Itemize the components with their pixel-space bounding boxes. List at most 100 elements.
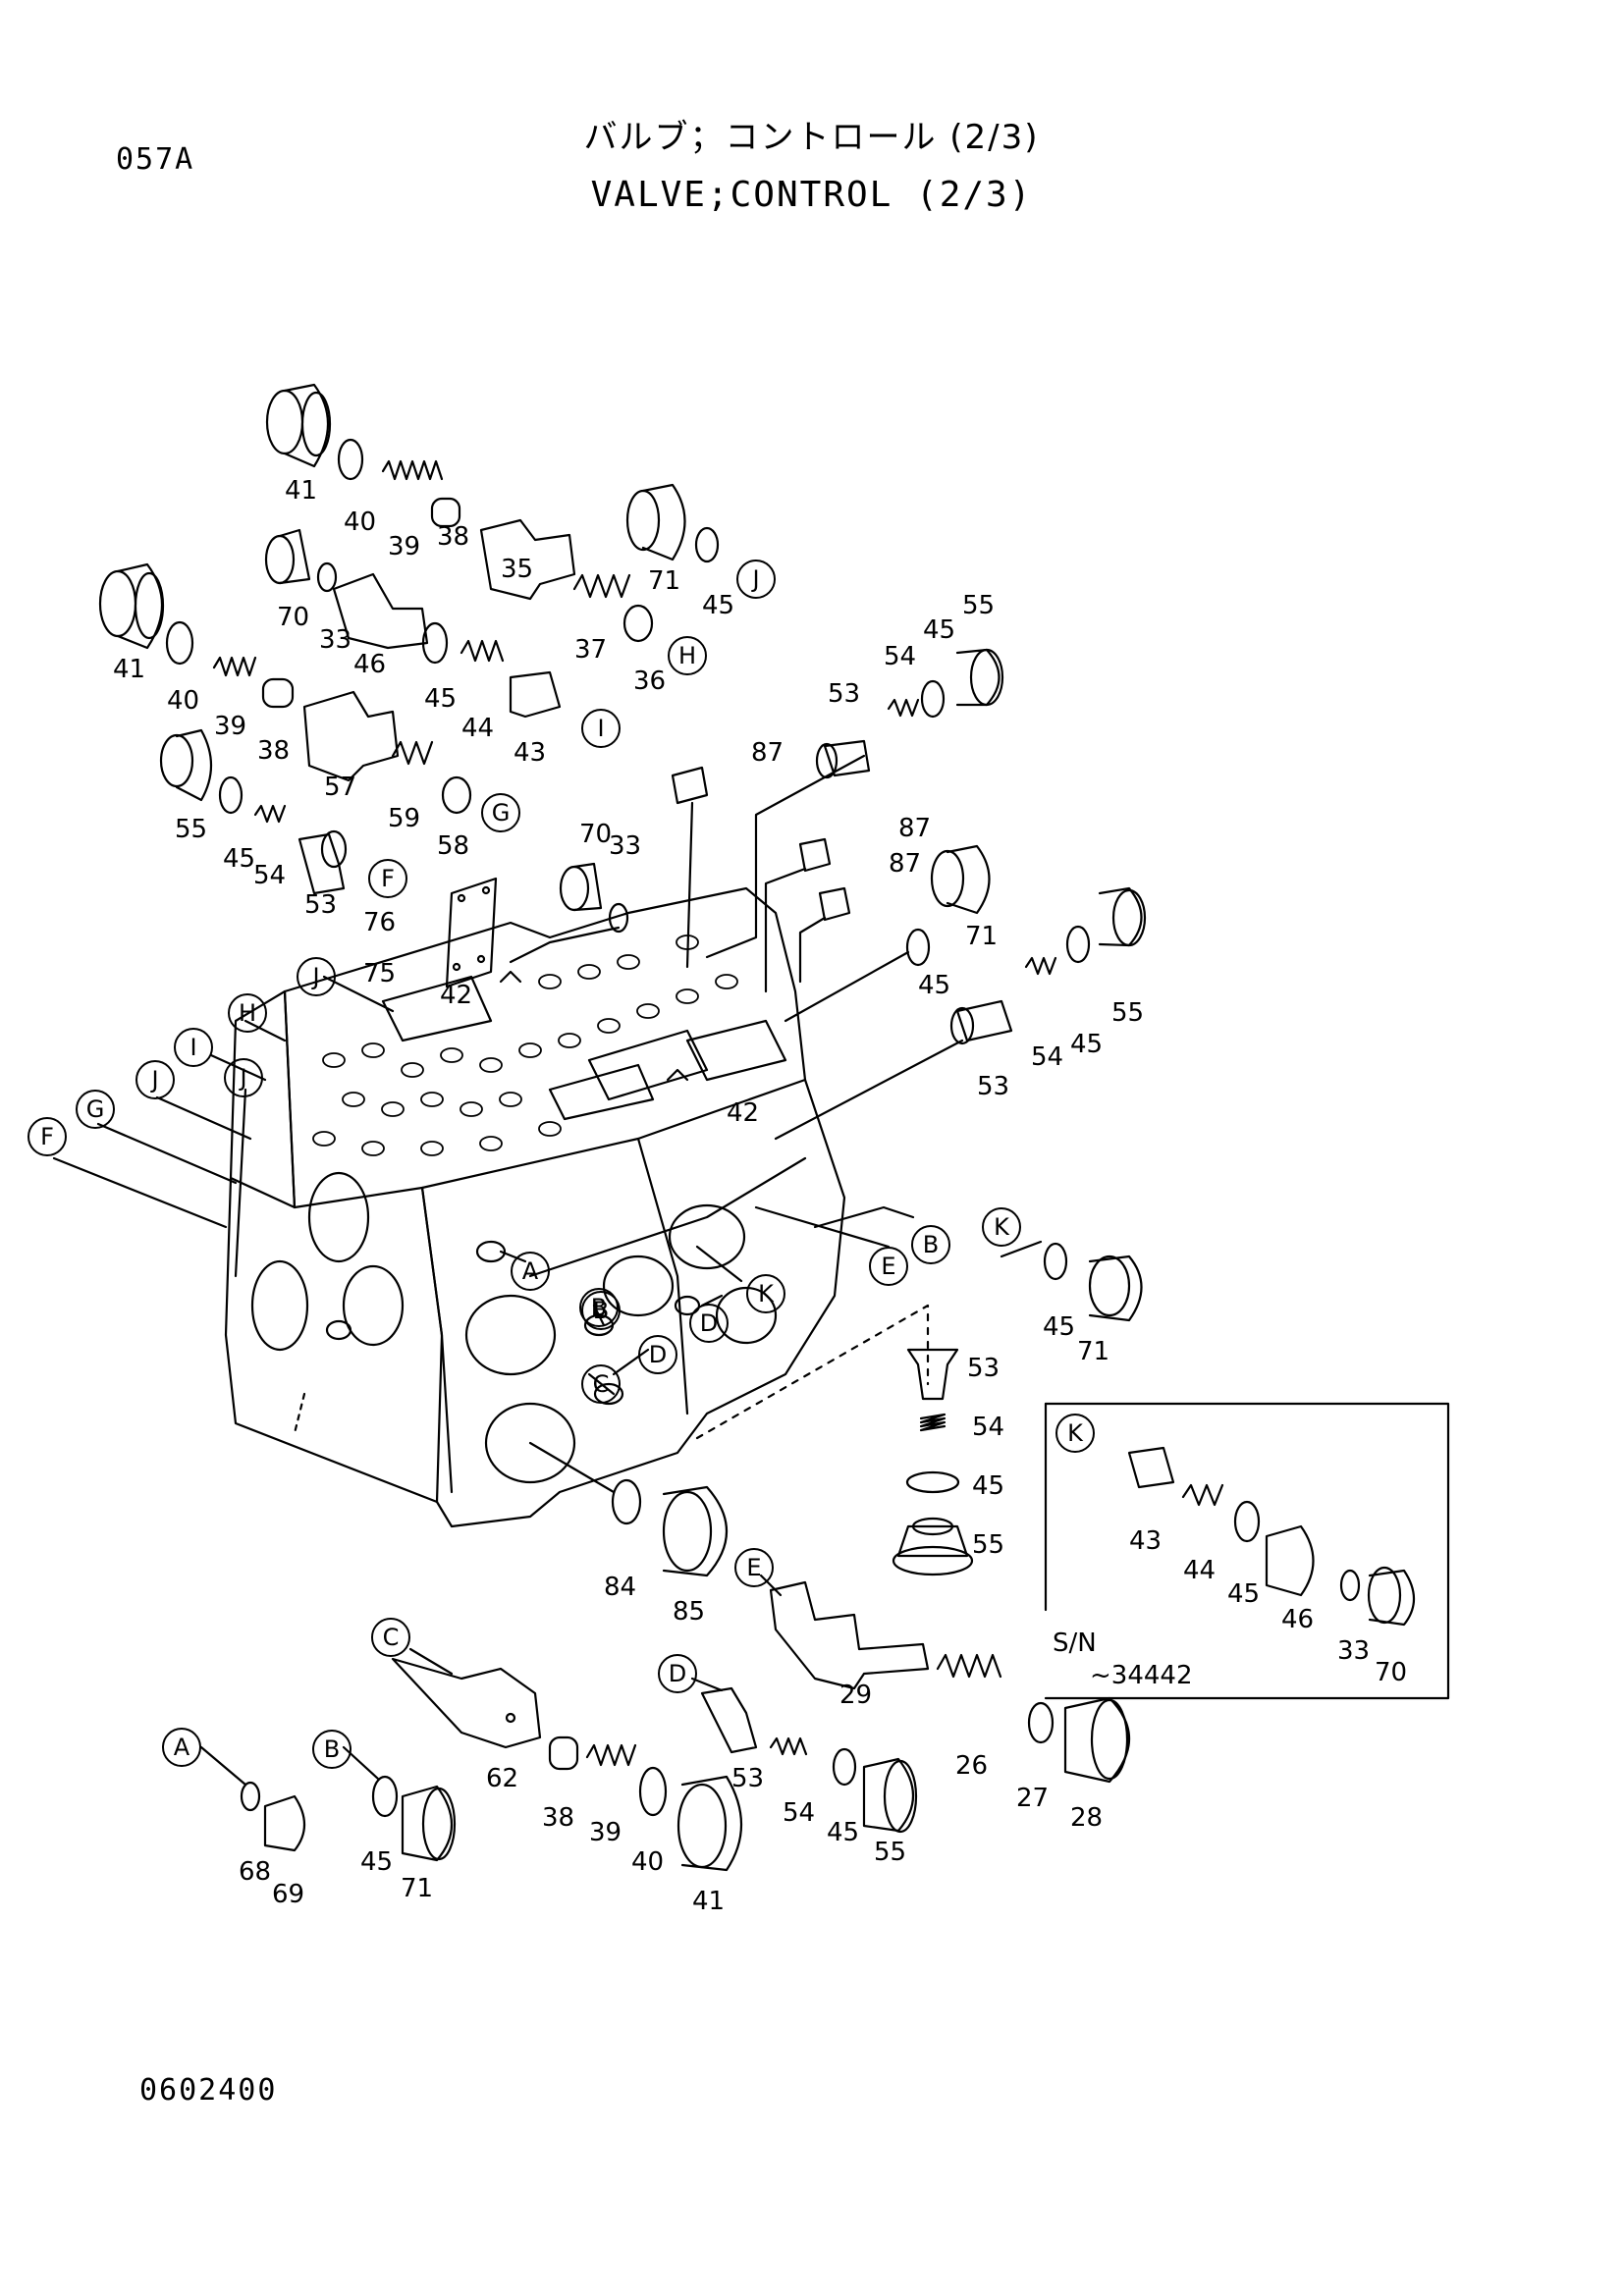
reference-callout: A xyxy=(162,1728,201,1767)
reference-callout: G xyxy=(481,793,520,832)
part-number-label: 43 xyxy=(1129,1526,1162,1556)
reference-callout: D xyxy=(689,1304,729,1343)
callout-circle xyxy=(982,1207,1021,1247)
reference-callout: J xyxy=(297,957,336,996)
drawing-number: 0602400 xyxy=(139,2073,278,2108)
part-number-label: 41 xyxy=(285,476,317,506)
part-number-label: 71 xyxy=(1077,1337,1109,1366)
part-number-label: 29 xyxy=(839,1681,872,1710)
part-number-label: 42 xyxy=(440,981,472,1010)
callout-letter: B xyxy=(923,1231,939,1258)
part-number-label: 33 xyxy=(319,625,352,655)
part-number-label: 62 xyxy=(486,1764,518,1793)
right-mid-parts xyxy=(528,1240,1450,1700)
callout-letter: F xyxy=(381,865,395,892)
part-number-label: 39 xyxy=(388,532,420,561)
reference-callout: B xyxy=(312,1730,352,1769)
part-number-label: 87 xyxy=(751,738,784,768)
callout-circle xyxy=(511,1252,550,1291)
callout-circle xyxy=(668,636,707,675)
part-number-label: 28 xyxy=(1070,1803,1103,1833)
callout-circle xyxy=(581,1364,621,1404)
callout-letter: D xyxy=(669,1660,686,1687)
part-number-label: 69 xyxy=(272,1880,304,1909)
callout-circle xyxy=(228,993,267,1033)
part-number-label: 54 xyxy=(1031,1042,1063,1072)
callout-letter: K xyxy=(1067,1419,1084,1447)
callout-letter: J xyxy=(310,963,319,990)
callout-letter: H xyxy=(678,642,696,669)
part-number-label: 54 xyxy=(884,642,916,671)
callout-letter: J xyxy=(238,1064,246,1092)
part-number-label: 44 xyxy=(1183,1556,1216,1585)
callout-letter: G xyxy=(86,1095,105,1123)
callout-letter: I xyxy=(597,715,604,742)
callout-letter: B xyxy=(591,1294,607,1321)
reference-callout: B xyxy=(911,1225,950,1264)
reference-callout: E xyxy=(869,1247,908,1286)
reference-callout: A xyxy=(511,1252,550,1291)
part-number-label: 45 xyxy=(1227,1579,1260,1609)
callout-letter: C xyxy=(593,1370,610,1398)
part-number-label: 42 xyxy=(727,1098,759,1128)
part-number-label: 45 xyxy=(918,971,950,1000)
part-number-label: 46 xyxy=(1281,1605,1314,1634)
part-number-label: 87 xyxy=(889,849,921,879)
part-number-label: 45 xyxy=(972,1471,1004,1501)
sn-label: S/N xyxy=(1053,1629,1097,1658)
callout-circle xyxy=(581,1291,621,1330)
reference-callout: J xyxy=(736,560,776,599)
part-number-label: 54 xyxy=(783,1798,815,1828)
callout-circle xyxy=(736,560,776,599)
part-number-label: 58 xyxy=(437,831,469,861)
callout-circle xyxy=(638,1335,677,1374)
part-number-label: 87 xyxy=(898,814,931,843)
reference-callout: H xyxy=(228,993,267,1033)
reference-callout: J xyxy=(135,1060,175,1099)
part-number-label: 54 xyxy=(972,1413,1004,1442)
reference-callout: F xyxy=(368,859,407,898)
callout-letter: J xyxy=(750,565,759,593)
part-number-label: 45 xyxy=(223,844,255,874)
callout-letter: F xyxy=(40,1123,54,1150)
callout-circle xyxy=(1055,1414,1095,1453)
valve-body xyxy=(224,877,930,1528)
part-number-label: 55 xyxy=(972,1530,1004,1560)
callout-circle xyxy=(174,1028,213,1067)
part-number-label: 40 xyxy=(631,1847,664,1877)
part-number-label: 45 xyxy=(1070,1030,1103,1059)
reference-callout: B xyxy=(581,1291,621,1330)
part-number-label: 76 xyxy=(363,908,396,937)
part-number-label: 41 xyxy=(692,1887,725,1916)
part-number-label: 71 xyxy=(401,1874,433,1903)
callout-letter: C xyxy=(383,1624,400,1651)
part-number-label: 53 xyxy=(828,679,860,709)
reference-callout: E xyxy=(734,1548,774,1587)
part-number-label: 53 xyxy=(977,1072,1009,1101)
part-number-label: 53 xyxy=(731,1764,764,1793)
callout-circle xyxy=(297,957,336,996)
part-number-label: 33 xyxy=(609,831,641,861)
part-number-label: 45 xyxy=(827,1818,859,1847)
callout-letter: A xyxy=(522,1257,539,1285)
callout-letter: J xyxy=(149,1066,158,1094)
callout-letter: E xyxy=(881,1253,895,1280)
callout-circle xyxy=(312,1730,352,1769)
sn-range: ~34442 xyxy=(1090,1661,1193,1690)
part-number-label: 45 xyxy=(923,615,955,645)
reference-callout: I xyxy=(174,1028,213,1067)
callout-letter: H xyxy=(239,999,256,1027)
reference-callout: K xyxy=(1055,1414,1095,1453)
part-number-label: 35 xyxy=(501,555,533,584)
upper-left-parts xyxy=(98,383,654,895)
title-japanese: バルブ；コントロール (2/3) xyxy=(583,118,1040,157)
reference-callout: B xyxy=(579,1288,619,1327)
callout-circle xyxy=(76,1090,115,1129)
part-number-label: 55 xyxy=(1111,998,1144,1028)
part-number-label: 45 xyxy=(360,1847,393,1877)
part-number-label: 53 xyxy=(304,890,337,920)
callout-circle xyxy=(135,1060,175,1099)
reference-callout: I xyxy=(581,709,621,748)
